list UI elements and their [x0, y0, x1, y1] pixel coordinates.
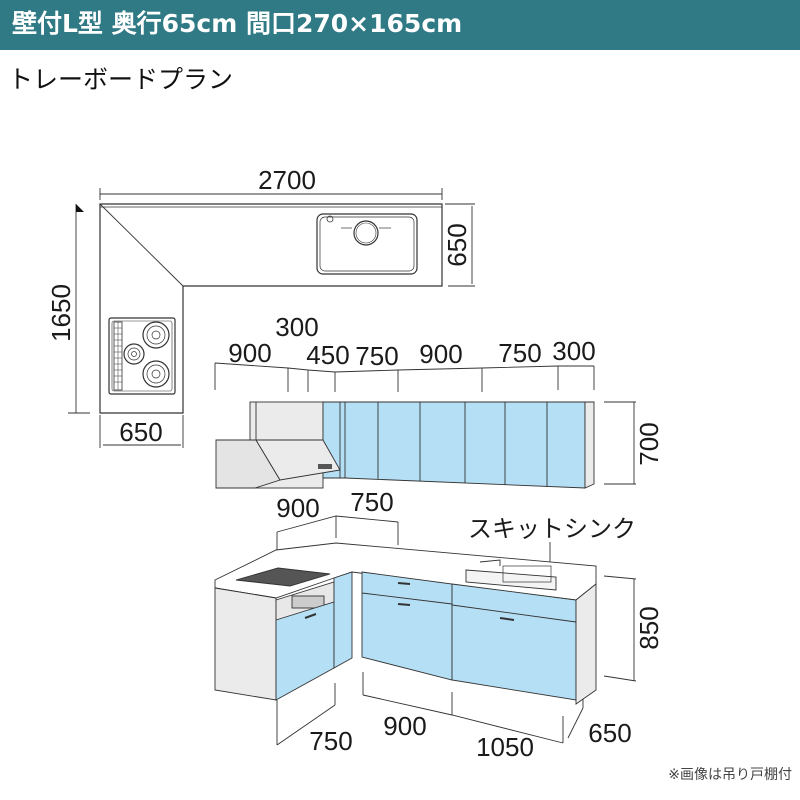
base-bottom-width-900: 900 — [383, 711, 426, 741]
wall-width-750a: 750 — [355, 341, 398, 371]
wall-width-450: 450 — [306, 340, 349, 370]
wall-height-dim: 700 — [634, 422, 664, 465]
drain-icon — [353, 220, 379, 246]
base-height-dim: 850 — [634, 606, 664, 649]
base-bottom-width-750: 750 — [309, 726, 352, 756]
wall-width-300a: 300 — [275, 312, 318, 342]
header-bar: 壁付L型 奥行65cm 間口270×165cm — [0, 0, 800, 50]
image-note: ※画像は吊り戸棚付 — [668, 767, 792, 783]
plan-view — [68, 188, 475, 448]
base-bottom-width-1050: 1050 — [476, 732, 534, 762]
base-top-width-900: 900 — [276, 493, 319, 523]
plan-width-dim: 2700 — [258, 165, 316, 195]
wall-width-750b: 750 — [498, 338, 541, 368]
base-bottom-depth-650: 650 — [588, 718, 631, 748]
wall-width-900a: 900 — [228, 338, 271, 368]
stove-icon — [108, 317, 176, 395]
page-title: 壁付L型 奥行65cm 間口270×165cm — [12, 9, 463, 38]
wall-width-900b: 900 — [419, 339, 462, 369]
base-top-width-750: 750 — [350, 487, 393, 517]
sink-label: スキットシンク — [468, 515, 636, 543]
plan-bottom-depth-dim: 650 — [119, 417, 162, 447]
sink-outline — [316, 213, 418, 275]
base-cabinet-dims — [276, 515, 637, 746]
plan-depth-dim: 650 — [442, 223, 472, 266]
base-cabinets — [214, 542, 597, 705]
wall-cabinets — [215, 401, 595, 489]
plan-height-dim: 1650 — [46, 284, 76, 342]
wall-width-300b: 300 — [552, 336, 595, 366]
plan-subtitle: トレーボードプラン — [8, 65, 234, 94]
wall-cabinet-dims — [214, 362, 636, 485]
